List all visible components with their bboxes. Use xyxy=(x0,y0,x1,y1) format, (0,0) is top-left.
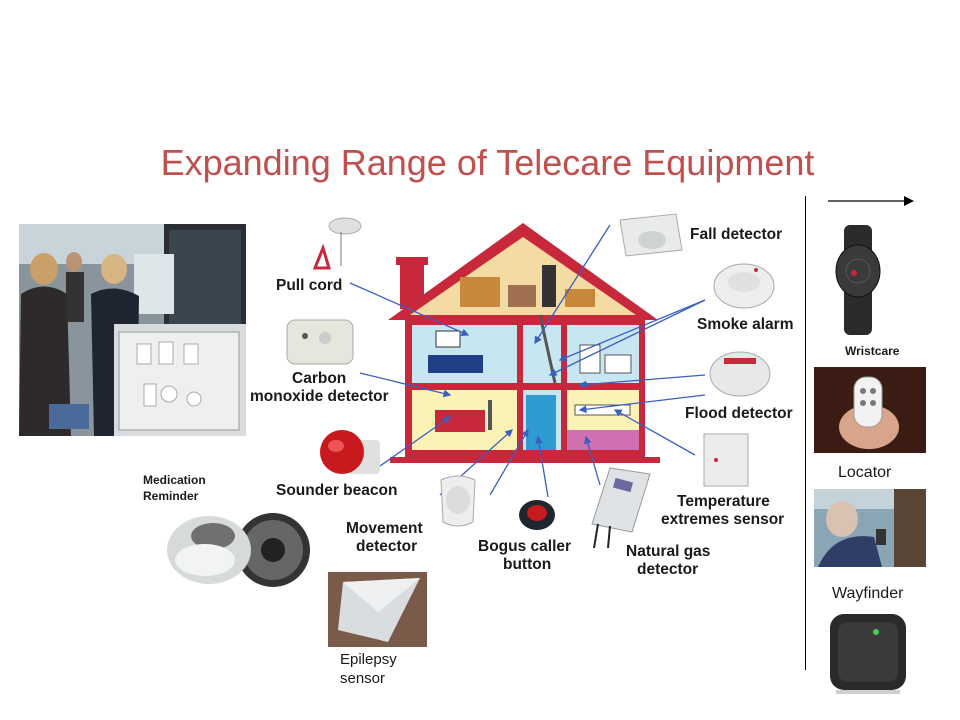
smoke-alarm-image xyxy=(712,262,776,312)
epilepsy-sensor-image xyxy=(328,572,427,647)
medication-reminder-image xyxy=(165,510,313,590)
sounder-beacon-label: Sounder beacon xyxy=(276,482,398,499)
sounder-beacon-image xyxy=(318,428,382,478)
bogus-caller-label-line2: button xyxy=(503,556,552,573)
medication-label-line2: Reminder xyxy=(143,489,199,503)
temperature-sensor-image xyxy=(700,430,752,490)
natural-gas-label-line1: Natural gas xyxy=(626,543,711,560)
wristcare-label: Wristcare xyxy=(845,344,900,358)
bogus-caller-label-line1: Bogus caller xyxy=(478,538,572,555)
exhibition-photo xyxy=(19,224,246,436)
flood-detector-image xyxy=(708,348,772,398)
arrow-right-icon xyxy=(828,196,914,206)
locator-label: Locator xyxy=(838,464,892,481)
temperature-label-line1: Temperature xyxy=(677,493,770,510)
wristcare-image xyxy=(826,225,890,335)
natural-gas-label-line2: detector xyxy=(637,561,699,578)
medication-label-line1: Medication xyxy=(143,473,206,487)
carbon-monoxide-detector-image xyxy=(285,316,355,366)
temperature-label-line2: extremes sensor xyxy=(661,511,785,528)
epilepsy-label-line1: Epilepsy xyxy=(340,651,397,668)
pull-cord-image xyxy=(305,214,365,272)
wayfinder-photo xyxy=(814,489,926,567)
fall-detector-image xyxy=(614,210,686,260)
movement-label-line2: detector xyxy=(356,538,418,555)
movement-label-line1: Movement xyxy=(346,520,423,537)
natural-gas-detector-image xyxy=(588,462,654,550)
bogus-caller-button-image xyxy=(518,498,556,532)
flood-detector-label: Flood detector xyxy=(685,405,793,422)
right-column-divider xyxy=(805,196,806,670)
wayfinder-device-image xyxy=(826,610,910,696)
slide-title: Expanding Range of Telecare Equipment xyxy=(160,142,815,183)
pull-cord-label: Pull cord xyxy=(276,277,343,294)
epilepsy-label-line2: sensor xyxy=(340,670,386,687)
fall-detector-label: Fall detector xyxy=(690,226,783,243)
locator-image xyxy=(814,367,926,453)
movement-detector-image xyxy=(437,472,479,530)
carbon-label-line1: Carbon xyxy=(292,370,347,387)
house-diagram xyxy=(349,223,706,498)
wayfinder-label: Wayfinder xyxy=(832,585,904,602)
carbon-label-line2: monoxide detector xyxy=(250,388,389,405)
smoke-alarm-label: Smoke alarm xyxy=(697,316,794,333)
